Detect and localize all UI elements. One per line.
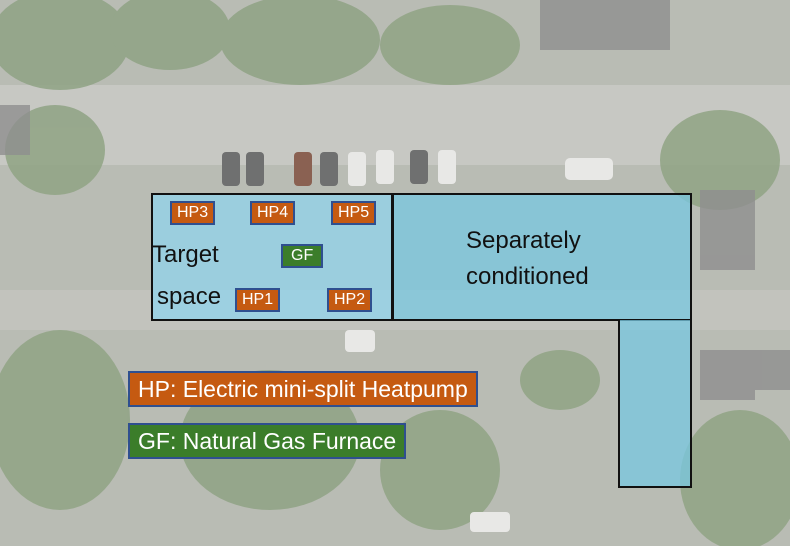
- heatpump-hp5-tag: HP5: [331, 201, 377, 225]
- heatpump-hp2-tag: HP2: [327, 288, 373, 312]
- target-space-label-line1: Target: [152, 241, 219, 268]
- target-space-label-line2: space: [157, 283, 222, 310]
- legend-gas-furnace: GF: Natural Gas Furnace: [128, 423, 407, 459]
- legend-heatpump: HP: Electric mini-split Heatpump: [128, 371, 478, 407]
- separately-conditioned-wing: [618, 320, 692, 488]
- gas-furnace-gf-tag: GF: [281, 244, 324, 268]
- heatpump-hp4-tag: HP4: [250, 201, 296, 225]
- separately-conditioned-label-line1: Separately: [466, 227, 581, 254]
- heatpump-hp1-tag: HP1: [235, 288, 281, 312]
- separately-conditioned-label-line2: conditioned: [466, 263, 589, 290]
- heatpump-hp3-tag: HP3: [170, 201, 216, 225]
- separately-conditioned-zone: [392, 193, 692, 321]
